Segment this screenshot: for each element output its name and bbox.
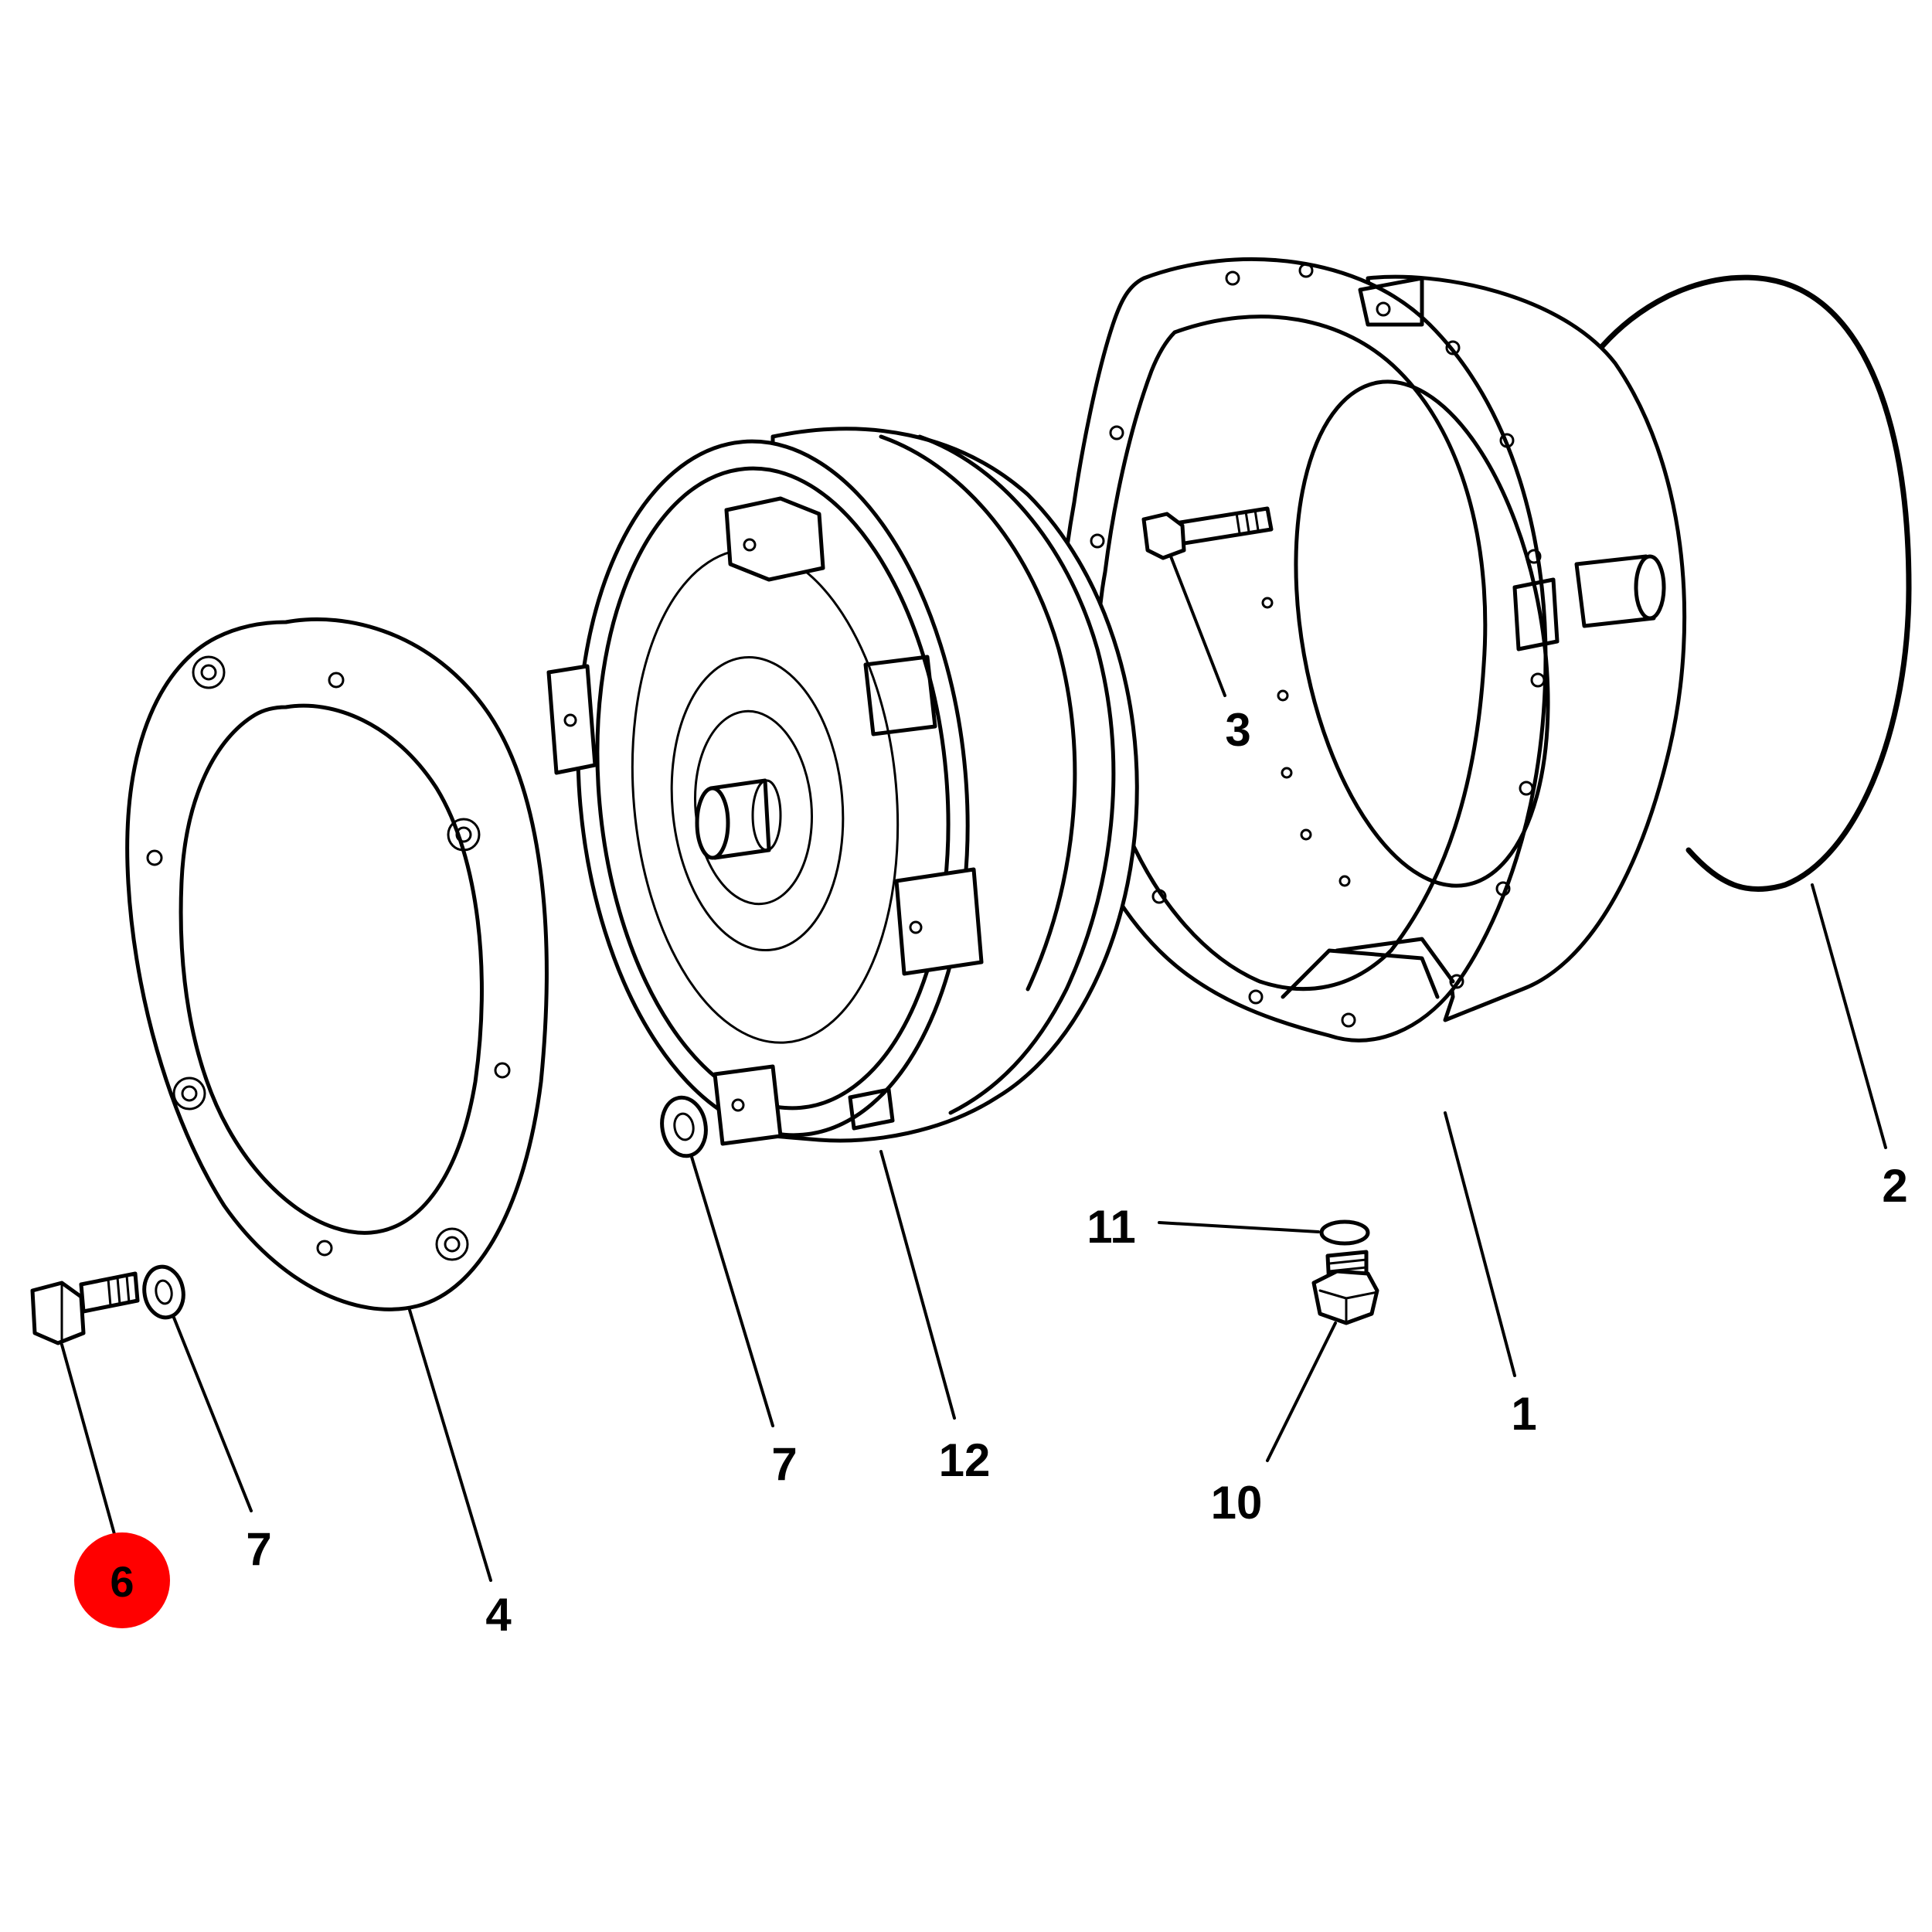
highlight-marker <box>74 1532 170 1628</box>
leader-lines <box>60 555 1887 1582</box>
callout-plate[interactable]: 4 <box>485 1589 512 1641</box>
callout-torque-converter[interactable]: 12 <box>939 1434 991 1486</box>
callout-housing[interactable]: 1 <box>1511 1388 1536 1440</box>
callout-o-ring[interactable]: 2 <box>1882 1160 1907 1212</box>
callout-housing-bolt[interactable]: 3 <box>1225 704 1250 756</box>
callout-labels: 6 7 4 7 12 3 11 10 1 2 <box>110 704 1907 1641</box>
callout-plug-seal[interactable]: 11 <box>1087 1201 1135 1253</box>
callout-washer-left[interactable]: 7 <box>246 1523 271 1575</box>
o-ring-part <box>1577 274 1912 893</box>
highlighted-bolt-part <box>30 1271 140 1345</box>
plate-bolt-holes <box>146 655 511 1261</box>
callout-drain-plug[interactable]: 10 <box>1211 1477 1263 1529</box>
plate-part <box>125 617 549 1311</box>
drain-plug-part <box>1311 1250 1379 1325</box>
torque-converter-part <box>546 427 1139 1146</box>
housing-part <box>1056 257 1687 1043</box>
plug-seal-part <box>1319 1219 1370 1246</box>
callout-highlighted-bolt[interactable]: 6 <box>110 1557 134 1606</box>
callout-washer-center[interactable]: 7 <box>771 1438 797 1490</box>
washer-center-part <box>660 1095 708 1158</box>
washer-left-part <box>142 1264 185 1320</box>
housing-bolt-part <box>1141 506 1274 560</box>
